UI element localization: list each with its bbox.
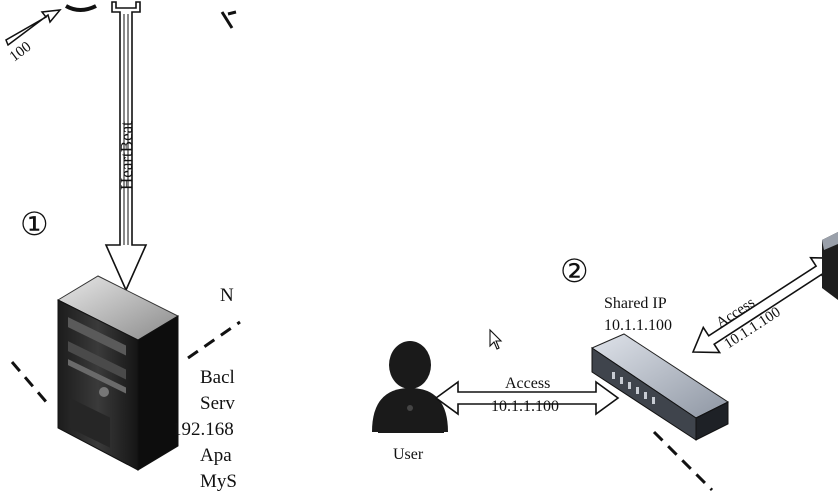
backup-line-2: Serv (200, 394, 244, 420)
backup-server-text: Bacl Serv 192.168 Apa MyS (170, 368, 244, 497)
backup-line-4: Apa (200, 446, 244, 472)
user-icon (372, 341, 448, 433)
backup-line-1: Bacl (200, 368, 244, 394)
dashed-link-switch (654, 432, 712, 490)
shared-ip-title: Shared IP (604, 296, 667, 312)
user-access-title: Access (505, 376, 550, 392)
backup-line-3: 192.168 (172, 420, 244, 446)
top-left-arrow (6, 10, 60, 45)
user-access-ip: 10.1.1.100 (491, 399, 559, 415)
backup-line-5: MyS (200, 472, 244, 497)
cursor-icon (490, 330, 501, 349)
dashed-link-backup-left (12, 362, 48, 404)
step-marker-2: ② (560, 255, 589, 287)
backup-server-icon (58, 276, 178, 470)
user-label: User (393, 447, 423, 463)
top-right-fragment-mark (222, 12, 236, 28)
right-access-arrow (685, 246, 838, 365)
heartbeat-label: HeartBeat (117, 121, 136, 190)
backup-n-label: N (220, 286, 234, 305)
top-fragment-mark (66, 6, 96, 10)
dashed-link-backup-right (188, 322, 240, 358)
shared-ip-address: 10.1.1.100 (604, 318, 672, 334)
step-marker-1: ① (20, 208, 49, 240)
